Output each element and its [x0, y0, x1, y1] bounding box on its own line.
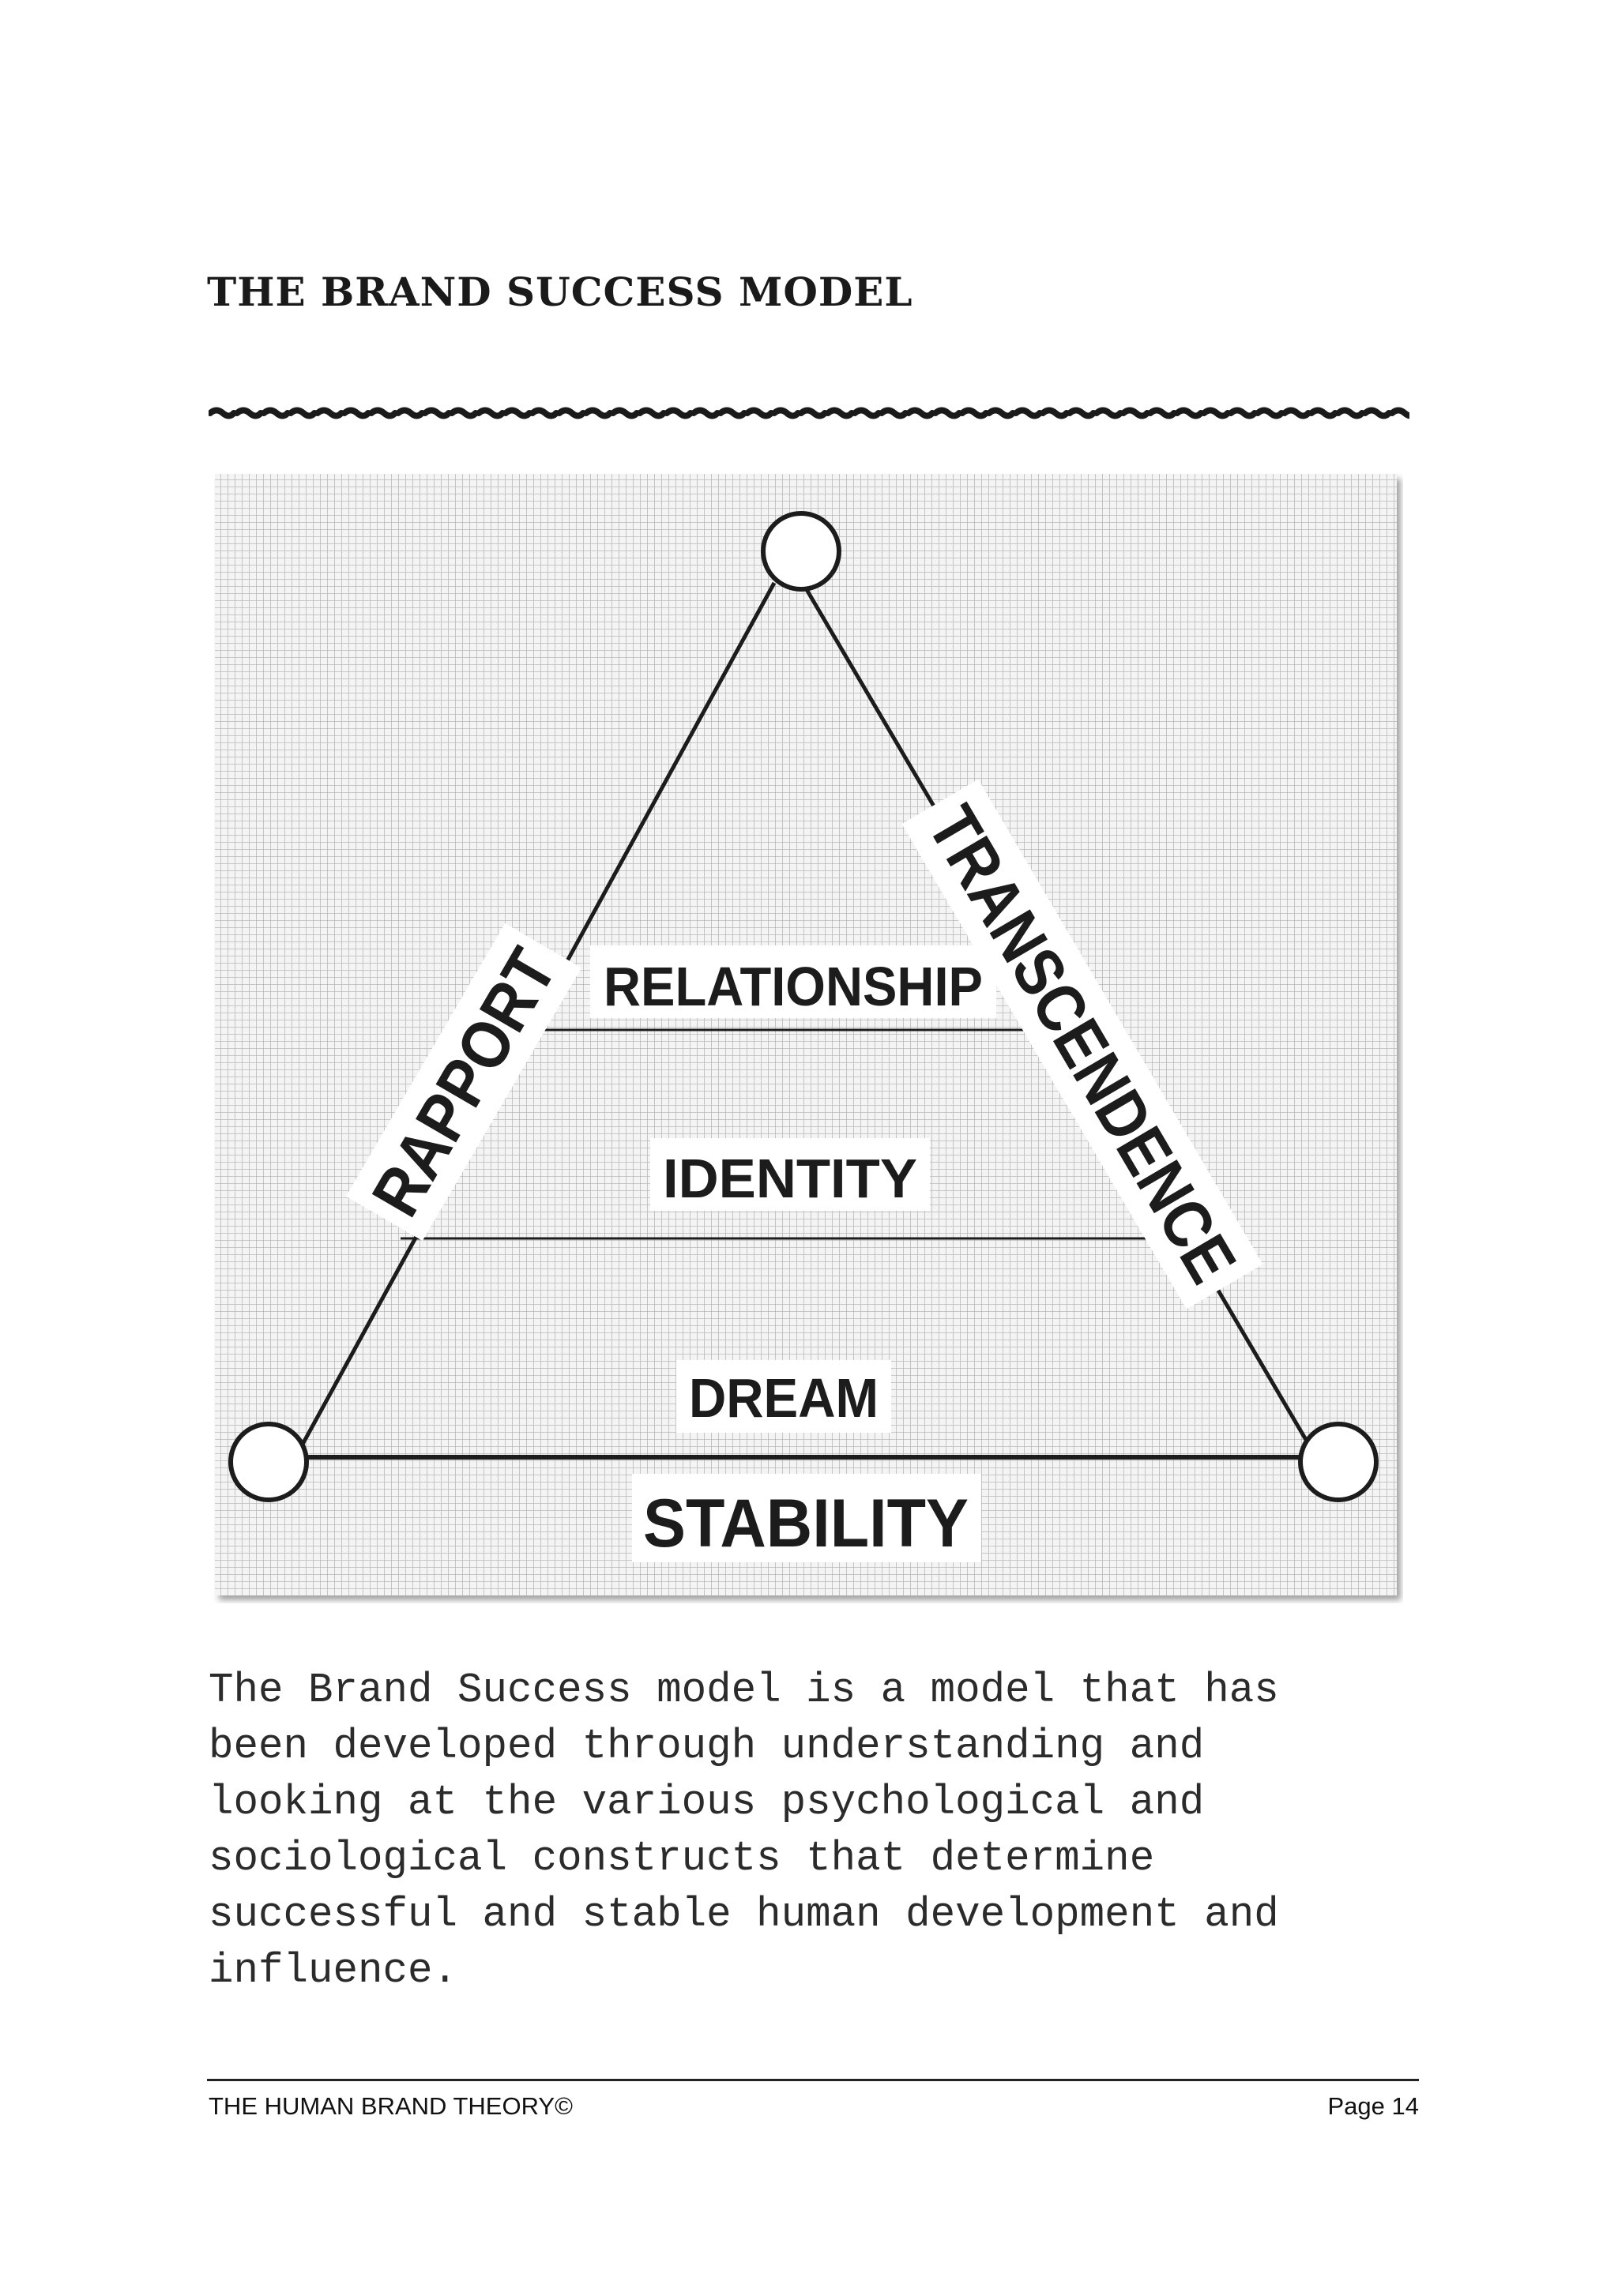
relationship-label: RELATIONSHIP: [604, 956, 983, 1017]
rapport-label-box: [345, 923, 582, 1242]
dream-label-box: [676, 1360, 891, 1433]
transcendence-label-box: [901, 779, 1263, 1310]
page-footer: THE HUMAN BRAND THEORY© Page 14: [207, 2079, 1419, 2121]
body-paragraph: The Brand Success model is a model that …: [209, 1667, 1279, 1994]
dream-label: DREAM: [689, 1367, 879, 1429]
stability-label-box: [632, 1474, 981, 1562]
brand-success-diagram: RELATIONSHIP IDENTITY DREAM STABILITY RA…: [213, 472, 1403, 1603]
identity-label-box: [650, 1138, 930, 1211]
page-heading: THE BRAND SUCCESS MODEL: [207, 269, 913, 315]
identity-label: IDENTITY: [663, 1148, 917, 1209]
footer-title: THE HUMAN BRAND THEORY©: [209, 2092, 573, 2120]
right-vertex-circle: [1298, 1422, 1379, 1502]
top-vertex-circle: [761, 511, 841, 592]
heading-divider: [209, 395, 1409, 431]
stability-label: STABILITY: [643, 1486, 969, 1561]
relationship-label-box: [590, 945, 996, 1018]
left-vertex-circle: [228, 1422, 309, 1502]
page-number: Page 14: [1327, 2092, 1420, 2120]
